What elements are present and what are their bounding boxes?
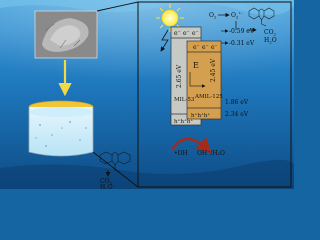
light-arrow-icon [160,29,169,52]
electron-4: e⁻ [193,44,200,51]
material-label-amil125: AMIL-125 [194,94,223,100]
top-product-co2: CO2 [264,29,277,37]
zoom-line-bottom [92,151,139,188]
band-gap-amil125: 2.45 eV [210,58,217,82]
electron-5: e⁻ [202,44,209,51]
vb-potential-right: 1.86 eV [225,99,249,106]
pollutant-molecule-top [248,7,275,27]
sun-icon [156,4,184,32]
diagram-canvas: CO2 H2O O2 O2•- CO2 H2O [0,0,294,189]
beaker [28,100,94,157]
top-product-h2o: H2O [264,37,277,45]
band-amil125 [186,40,222,120]
oxygen-label: O2 [209,12,217,20]
bottom-product-h2o: H2O [100,184,113,189]
bottom-product-co2: CO2 [100,178,113,186]
seabed [0,159,294,189]
electron-6: e⁻ [211,44,218,51]
hydroxide-water-label: OH⁻/H₂O [197,150,225,157]
electric-field-label: E [193,61,199,70]
electron-3: e⁻ [192,30,199,37]
photocatalysis-diagram: CO2 H2O O2 O2•- CO2 H2O [0,0,294,189]
zoom-line-top [96,1,139,12]
electron-2: e⁻ [183,30,190,37]
band-gap-mil53: 2.65 eV [176,64,183,88]
sem-image [34,10,98,59]
zoom-frame [137,1,292,188]
holes-mil53: h⁺h⁺h⁺ [174,119,193,125]
electron-1: e⁻ [174,30,181,37]
superoxide-label: O2•- [231,11,243,20]
hydroxyl-radical-label: •OH [174,150,188,157]
cb-potential-left: -0.31 eV [229,40,255,47]
holes-amil125: h⁺h⁺h⁺ [191,113,210,119]
vb-potential-left: 2.34 eV [225,111,249,118]
material-label-mil53: MIL-53 [174,97,195,103]
cb-potential-right: -0.59 eV [229,28,255,35]
water-surface [0,0,294,16]
hole-oxidation-arrow [170,137,212,154]
